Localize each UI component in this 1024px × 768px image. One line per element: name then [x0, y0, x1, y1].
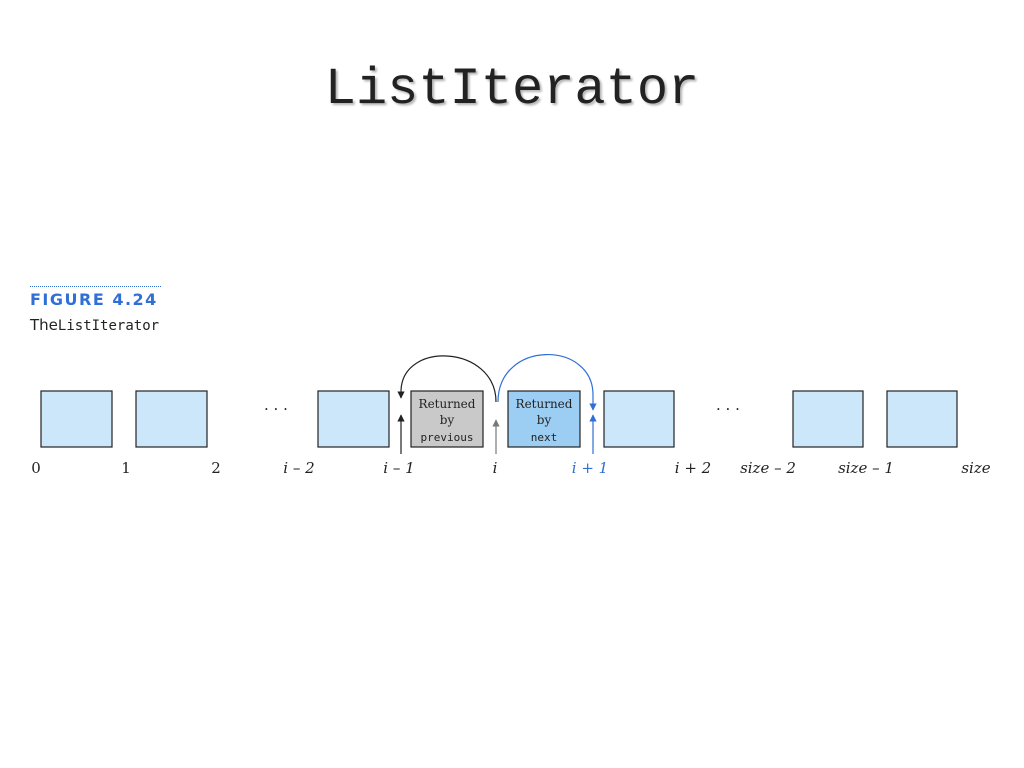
index-label-size-minus-2: size – 2 — [740, 459, 796, 477]
prev-box-line2: by — [440, 413, 455, 427]
slide-title: ListIterator — [324, 60, 700, 119]
index-label-i-minus-1: i – 1 — [383, 459, 414, 477]
figure-caption: TheListIterator — [30, 316, 159, 334]
next-box-line2: by — [537, 413, 552, 427]
list-element-1 — [135, 390, 208, 448]
prev-box-line1: Returned — [419, 397, 476, 411]
list-element-0 — [40, 390, 113, 448]
next-box-line3: next — [531, 431, 558, 444]
index-label-i: i — [493, 459, 498, 477]
index-label-size-minus-1: size – 1 — [838, 459, 894, 477]
previous-element-box — [410, 390, 484, 448]
list-element-i-minus-2 — [317, 390, 390, 448]
index-label-size: size — [961, 459, 990, 477]
figure-label: FIGURE 4.24 — [30, 290, 158, 309]
list-element-i-plus-1 — [603, 390, 675, 448]
next-element-box — [507, 390, 581, 448]
list-element-size-minus-2 — [792, 390, 864, 448]
figure-rule — [30, 286, 161, 287]
index-label-i-plus-1: i + 1 — [572, 459, 608, 477]
index-label-0: 0 — [31, 459, 41, 477]
prev-box-line3: previous — [421, 431, 474, 444]
index-label-2: 2 — [211, 459, 221, 477]
caption-code: ListIterator — [57, 318, 160, 334]
index-label-i-plus-2: i + 2 — [675, 459, 711, 477]
ellipsis-left: · · · — [264, 400, 288, 418]
next-box-line1: Returned — [516, 397, 573, 411]
ellipsis-right: · · · — [716, 400, 740, 418]
next-move-arc — [497, 354, 597, 411]
previous-move-arc — [397, 355, 497, 403]
caption-prefix: The — [30, 316, 58, 334]
index-label-i-minus-2: i – 2 — [283, 459, 314, 477]
list-element-size-minus-1 — [886, 390, 958, 448]
index-label-1: 1 — [121, 459, 131, 477]
